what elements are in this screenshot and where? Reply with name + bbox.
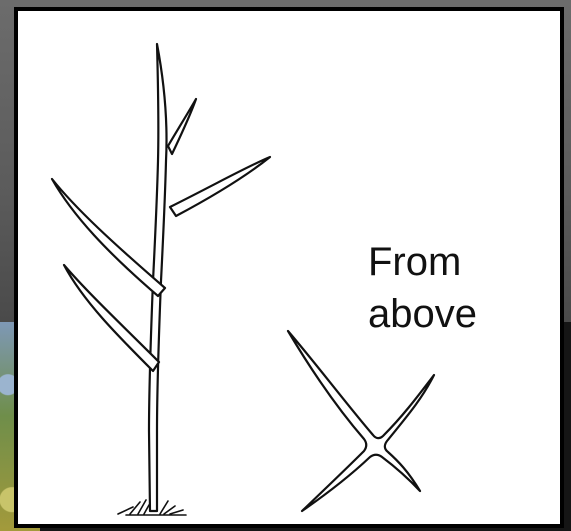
tree-top-view	[288, 331, 434, 511]
top-view-branch-1	[288, 331, 434, 511]
caption-from-above: From above	[368, 236, 477, 340]
caption-line-2: above	[368, 288, 477, 340]
tree-branch-upper-right	[170, 157, 270, 216]
tree-diagram	[18, 11, 560, 524]
tree-branch-top	[168, 99, 196, 154]
tree-side-view	[52, 44, 270, 515]
illustration-frame: From above	[14, 7, 564, 528]
illustration-card: From above	[18, 11, 560, 524]
caption-line-1: From	[368, 236, 477, 288]
tree-branch-upper-left	[52, 179, 165, 296]
